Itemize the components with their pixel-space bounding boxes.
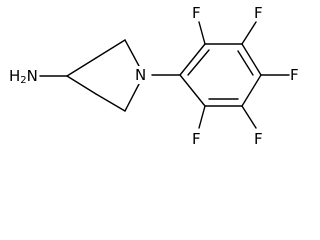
bond-cf-top-left bbox=[198, 21, 206, 45]
bond-c3a-c2a bbox=[95, 39, 126, 59]
structure-diagram: N H2N F F F F F bbox=[9, 4, 299, 148]
bond-aryl-4 bbox=[241, 74, 262, 107]
bond-aryl-1 bbox=[179, 43, 206, 76]
bond-aryl-1-inner bbox=[187, 49, 210, 76]
aryl-ring bbox=[179, 43, 262, 107]
fluorine-label-top-left: F bbox=[192, 4, 201, 22]
bond-c2b-c3b bbox=[95, 93, 126, 112]
bond-n-c2b bbox=[124, 83, 140, 112]
fluorine-bonds bbox=[198, 21, 290, 129]
bond-aryl-3-inner bbox=[237, 50, 254, 76]
fluorine-label-top-right: F bbox=[254, 4, 263, 22]
fluorine-label-bottom-left: F bbox=[192, 130, 201, 148]
fluorine-label-right: F bbox=[290, 66, 299, 84]
bond-c4-c3a bbox=[66, 57, 97, 77]
bond-c3b-c4 bbox=[66, 75, 97, 95]
bond-aryl-3 bbox=[241, 43, 262, 76]
bond-c2a-n bbox=[124, 39, 140, 67]
bond-cf-bottom-right bbox=[241, 105, 257, 129]
ring-nitrogen-label: N bbox=[135, 66, 146, 84]
piperidine-ring bbox=[66, 39, 140, 112]
fluorine-label-bottom-right: F bbox=[254, 130, 263, 148]
bond-aryl-6 bbox=[179, 74, 206, 107]
amine-label: H2N bbox=[9, 67, 38, 86]
atom-labels: N H2N F F F F F bbox=[9, 4, 299, 148]
bond-cf-bottom-left bbox=[198, 105, 206, 129]
bond-cf-top-right bbox=[241, 21, 257, 45]
